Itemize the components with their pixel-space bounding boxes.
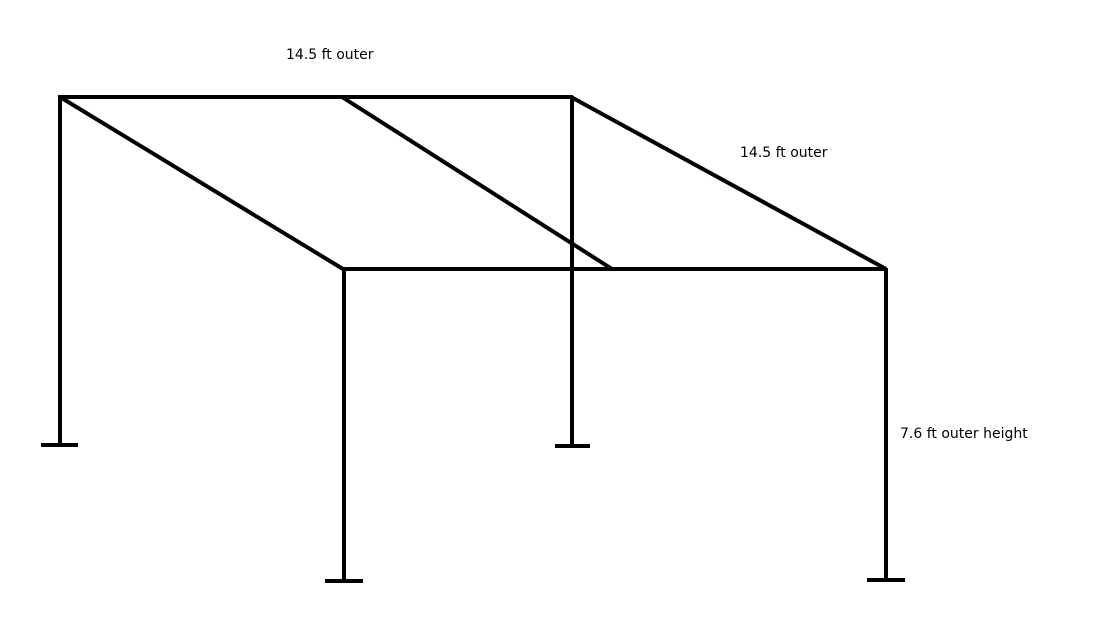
height-label: 7.6 ft outer height: [900, 426, 1028, 442]
right-side-beam: [570, 95, 887, 271]
middle-rafter-beam: [340, 95, 614, 271]
left-side-beam: [58, 95, 345, 271]
top-width-label: 14.5 ft outer: [286, 47, 374, 63]
side-depth-label: 14.5 ft outer: [740, 145, 828, 161]
